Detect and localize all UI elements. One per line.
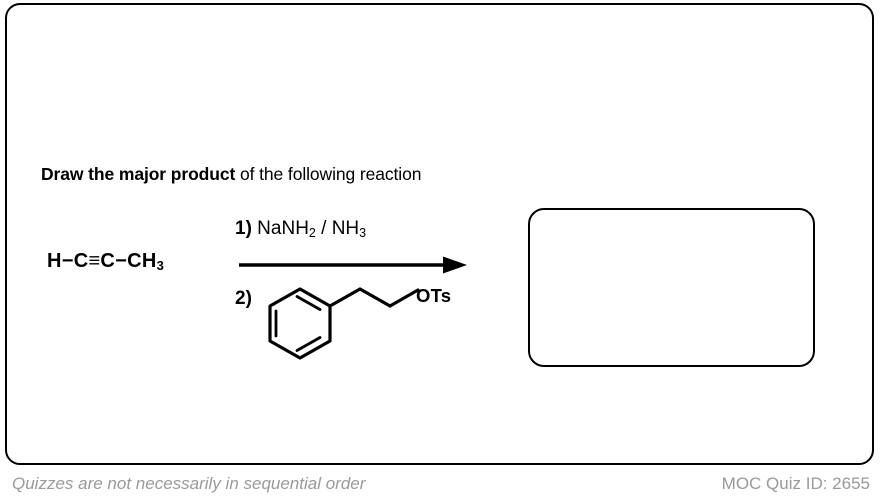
answer-drawing-box[interactable] — [528, 208, 815, 367]
reagent-1-step-label: 1) — [235, 218, 252, 239]
page-title: Draw the major product of the following … — [41, 164, 421, 185]
starting-material-subscript: 3 — [156, 258, 165, 273]
reagent-2-step-label: 2) — [235, 288, 252, 309]
starting-material-formula: H−C≡C−CH3 — [47, 250, 164, 273]
footer: Quizzes are not necessarily in sequentia… — [12, 474, 870, 494]
reagent-1-sub-2: 3 — [359, 226, 367, 240]
reagent-1-sub-1: 2 — [308, 226, 316, 240]
tosylate-leaving-group-label: OTs — [416, 285, 452, 306]
prompt-rest-text: of the following reaction — [235, 164, 422, 184]
reagent-1-text-before: NaNH — [251, 218, 309, 239]
reagent-line-1: 1) NaNH2 / NH3 — [235, 218, 366, 240]
reagent-1-text-middle: / NH — [315, 218, 360, 239]
prompt-bold-text: Draw the major product — [41, 164, 236, 184]
reaction-scheme: H−C≡C−CH3 1) NaNH2 / NH3 2) — [7, 200, 876, 390]
reaction-arrow-icon — [237, 255, 469, 280]
quiz-id-label: MOC Quiz ID: 2655 — [721, 474, 870, 493]
quiz-card: Draw the major product of the following … — [5, 3, 874, 465]
footer-note: Quizzes are not necessarily in sequentia… — [12, 474, 366, 493]
starting-material-main: H−C≡C−CH — [47, 250, 157, 272]
phenethyl-tosylate-structure — [262, 285, 427, 385]
